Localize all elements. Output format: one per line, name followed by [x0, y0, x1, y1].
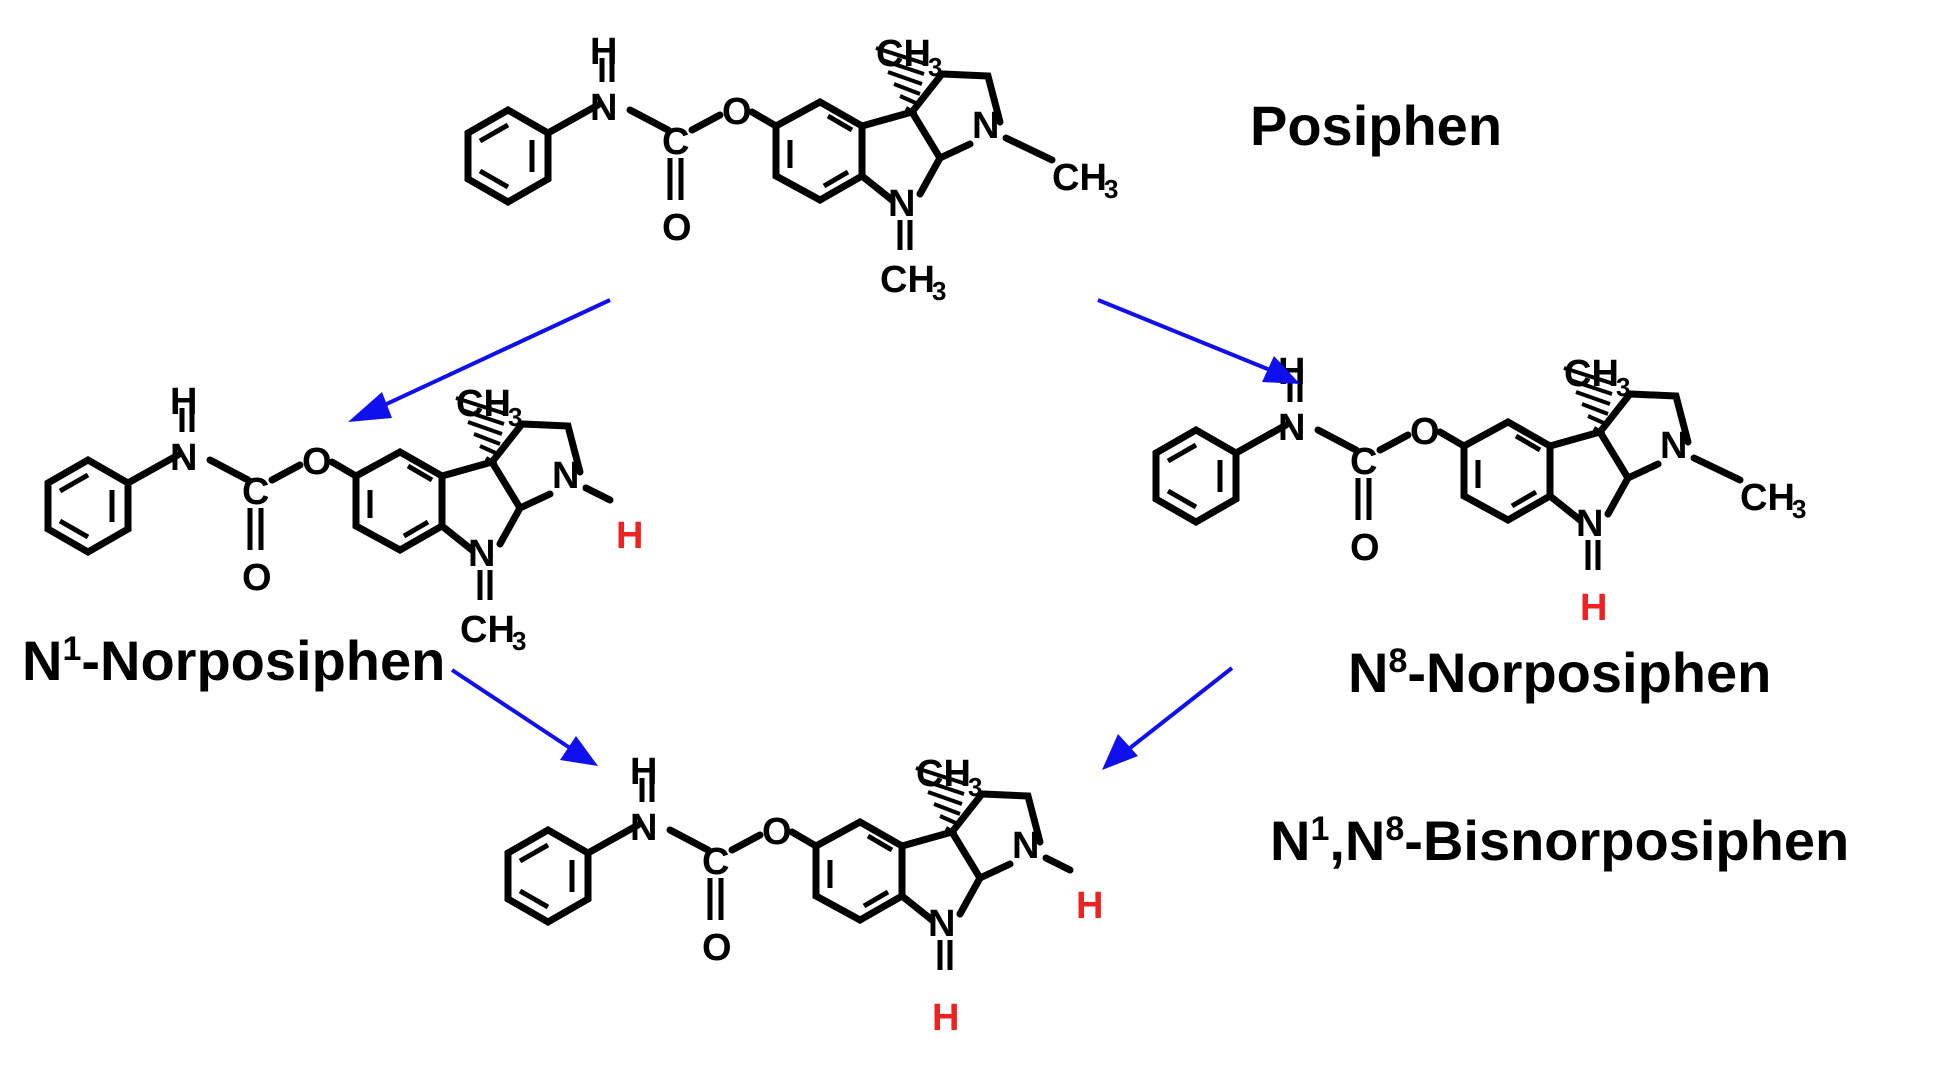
methyl-label: CH — [880, 259, 935, 301]
atom-n: N — [1576, 503, 1603, 545]
n1-norposiphen-label: N1-Norposiphen — [22, 629, 445, 692]
subscript: 3 — [1616, 372, 1630, 402]
methyl-label: CH — [1740, 477, 1795, 519]
atom-n: N — [552, 455, 579, 497]
subscript: 3 — [512, 626, 526, 656]
subscript: 3 — [928, 52, 942, 82]
atom-n: N — [972, 105, 999, 147]
arrow-posiphen-to-n1 — [348, 298, 611, 422]
bisnorposiphen-structure: H N C O O N H N H CH 3 — [508, 751, 1103, 1039]
methyl-label: CH — [456, 383, 511, 425]
atom-c: C — [242, 471, 269, 513]
methyl-label: CH — [1564, 353, 1619, 395]
subscript: 3 — [968, 772, 982, 802]
atom-o: O — [722, 91, 752, 133]
atom-o: O — [242, 557, 272, 599]
arrow-n8-to-bis — [1102, 666, 1234, 770]
atom-o: O — [662, 207, 692, 249]
atom-n: N — [630, 807, 657, 849]
arrow-n1-to-bis — [450, 668, 598, 766]
arrow-posiphen-to-n8 — [1097, 298, 1300, 384]
atom-h: H — [590, 31, 617, 73]
atom-o: O — [302, 441, 332, 483]
subscript: 3 — [932, 276, 946, 306]
atom-h: H — [170, 381, 197, 423]
posiphen-label: Posiphen — [1250, 94, 1502, 157]
methyl-label: CH — [460, 609, 515, 651]
atom-c: C — [1350, 441, 1377, 483]
subscript: 3 — [508, 402, 522, 432]
atom-n: N — [928, 903, 955, 945]
atom-h-highlight: H — [616, 515, 643, 557]
atom-n: N — [1278, 407, 1305, 449]
atom-h-highlight: H — [932, 997, 959, 1039]
n8-norposiphen-structure: H N C O O N CH 3 N H CH 3 — [1156, 351, 1806, 629]
subscript: 3 — [1104, 174, 1118, 204]
n1-norposiphen-structure: H N C O O N H N CH 3 CH 3 — [48, 381, 643, 656]
atom-o: O — [1350, 527, 1380, 569]
methyl-label: CH — [876, 33, 931, 75]
atom-o: O — [762, 811, 792, 853]
atom-h-highlight: H — [1580, 587, 1607, 629]
atom-n: N — [590, 87, 617, 129]
n8-norposiphen-label: N8-Norposiphen — [1348, 641, 1771, 704]
atom-o: O — [1410, 411, 1440, 453]
atom-n: N — [170, 437, 197, 479]
atom-n: N — [1012, 825, 1039, 867]
atom-n: N — [888, 183, 915, 225]
methyl-label: CH — [916, 753, 971, 795]
bisnorposiphen-label: N1,N8-Bisnorposiphen — [1270, 809, 1849, 872]
posiphen-structure: H N C O O N CH 3 N CH 3 CH 3 — [468, 31, 1118, 306]
atom-c: C — [662, 121, 689, 163]
atom-c: C — [702, 841, 729, 883]
atom-n: N — [1660, 425, 1687, 467]
atom-n: N — [468, 533, 495, 575]
atom-o: O — [702, 927, 732, 969]
methyl-label: CH — [1052, 157, 1107, 199]
atom-h: H — [630, 751, 657, 793]
atom-h-highlight: H — [1076, 885, 1103, 927]
subscript: 3 — [1792, 494, 1806, 524]
